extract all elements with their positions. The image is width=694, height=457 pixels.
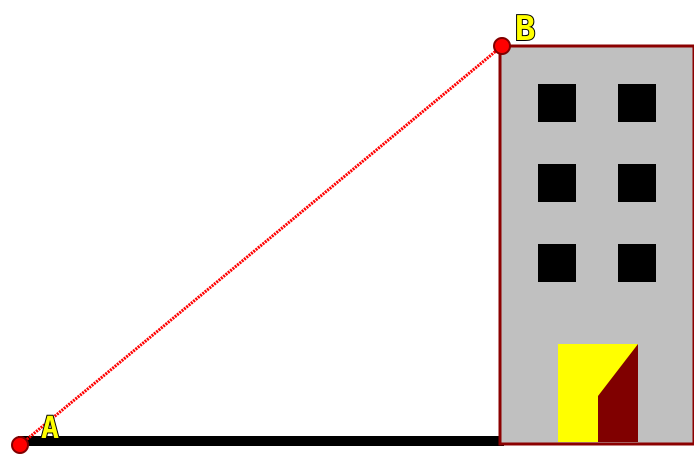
building-window (618, 84, 656, 122)
line-of-sight (19, 44, 503, 447)
building-window (618, 244, 656, 282)
ground-line (18, 436, 504, 446)
building-window (538, 164, 576, 202)
building-door-shadow (598, 344, 638, 442)
building-window (538, 84, 576, 122)
point-b-label: B (515, 9, 535, 49)
building-window (618, 164, 656, 202)
point-a-label: A (41, 411, 59, 446)
point-a (11, 436, 29, 454)
point-b (493, 37, 511, 55)
building-window (538, 244, 576, 282)
